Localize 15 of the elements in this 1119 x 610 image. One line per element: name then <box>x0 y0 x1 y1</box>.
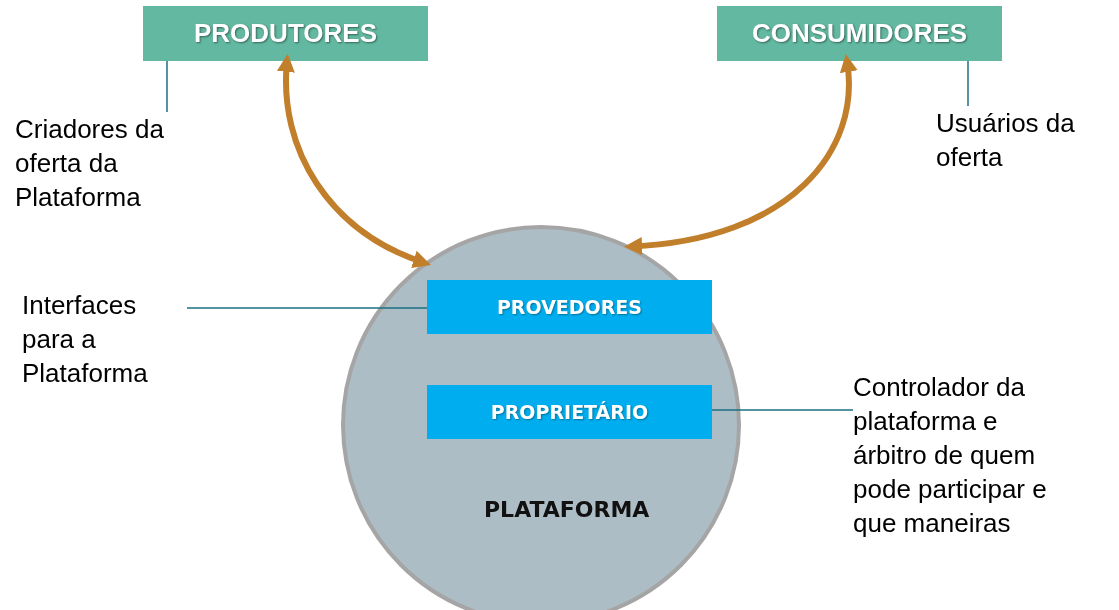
leader-line <box>186 307 428 309</box>
category-box: CONSUMIDORES <box>717 6 1002 61</box>
platform-label: PLATAFORMA <box>484 497 650 522</box>
leader-line <box>166 60 168 113</box>
leader-line <box>967 60 969 107</box>
role-box: PROPRIETÁRIO <box>427 385 712 439</box>
curved-arrow <box>277 53 431 268</box>
role-box: PROVEDORES <box>427 280 712 334</box>
leader-line <box>711 409 854 411</box>
curved-arrow <box>624 53 857 255</box>
category-box: PRODUTORES <box>143 6 428 61</box>
description-text: Criadores da oferta da Plataforma <box>15 112 205 220</box>
description-text: Interfaces para a Plataforma <box>22 288 187 396</box>
description-text: Controlador da plataforma e árbitro de quem pode participar e que maneiras <box>853 370 1075 550</box>
description-text: Usuários da oferta <box>936 106 1101 178</box>
